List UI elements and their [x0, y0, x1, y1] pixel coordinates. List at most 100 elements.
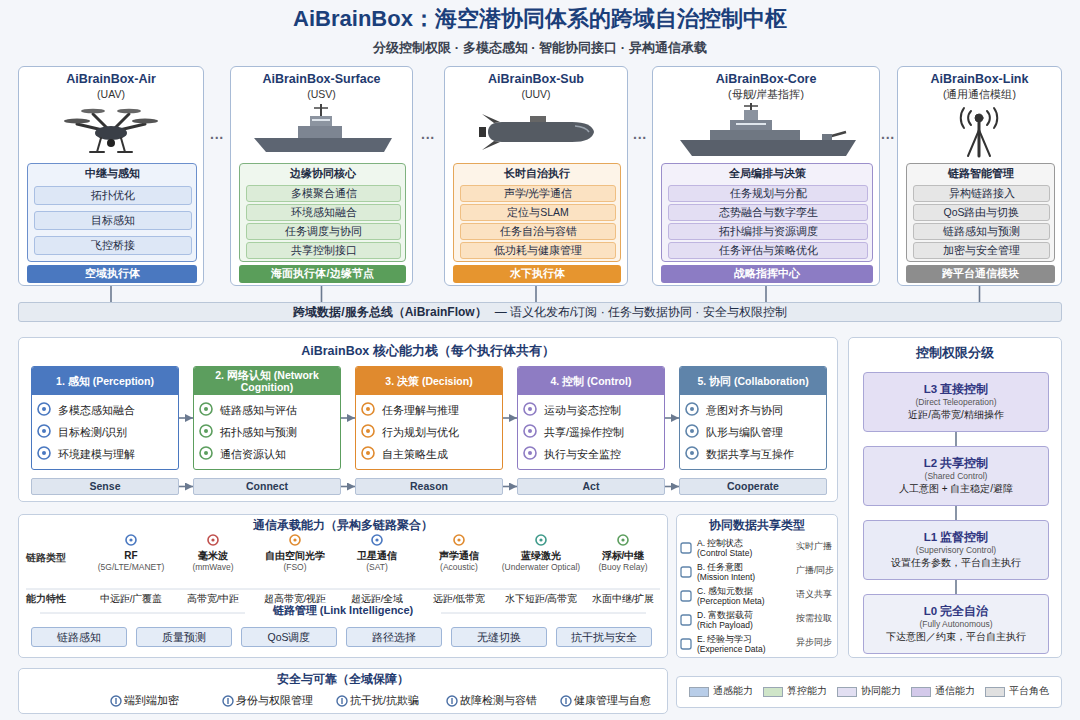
- node-title: 中继与感知: [85, 167, 140, 180]
- capability-icon: [38, 425, 50, 437]
- function-item: 拓扑编排与资源调度: [668, 223, 868, 240]
- security-icon: [227, 698, 228, 704]
- stage-bar: Sense: [31, 478, 179, 495]
- node-title: QoS路由与切换: [943, 206, 1019, 219]
- separator-dots: ···: [418, 130, 438, 147]
- node-title: L2 共享控制: [924, 457, 989, 471]
- node-text: (Direct Teleoperation): [915, 397, 996, 407]
- antenna-module: [968, 130, 979, 156]
- legend-swatch: [763, 687, 783, 697]
- link-property: 中远距/广覆盖: [90, 593, 172, 604]
- security-icon: [341, 698, 342, 704]
- node-text: 执行与安全监控: [518, 447, 664, 461]
- link-type-en-wrap: (Acoustic): [418, 562, 500, 572]
- capability-icon: [366, 451, 370, 455]
- node-title: 低功耗与健康管理: [494, 244, 582, 257]
- uav-drone: [117, 109, 141, 114]
- capability-group: 长时自治执行声学/光学通信定位与SLAM任务自治与容错低功耗与健康管理: [453, 163, 621, 262]
- platform-panel: AiBrainBox-Link(通用通信模组)链路智能管理异构链路接入QoS路由…: [897, 66, 1062, 286]
- node-title: 飞控桥接: [91, 239, 135, 252]
- node-title: AiBrainBox-Link: [931, 72, 1029, 87]
- link-type: 浮标/中继: [582, 550, 664, 562]
- legend-swatch: [911, 687, 931, 697]
- node-title: 全局编排与决策: [729, 167, 806, 180]
- connector: [503, 417, 517, 419]
- node-title: 链路感知与预测: [943, 225, 1020, 238]
- security-item: 抗干扰/抗欺骗: [350, 694, 440, 707]
- platform-panel: AiBrainBox-Surface(USV)边缘协同核心多模聚合通信环境感知融…: [230, 66, 413, 286]
- node-title: AiBrainBox-Air: [66, 72, 156, 87]
- link-type: 声学通信: [418, 550, 500, 562]
- connector: [503, 486, 517, 488]
- capability-group: 中继与感知拓扑优化目标感知飞控桥接: [27, 163, 197, 262]
- separator-dots: ···: [207, 130, 227, 147]
- capability-icon: [686, 403, 698, 415]
- usv-vessel: [298, 126, 342, 138]
- usv-vessel: [310, 116, 332, 126]
- link-type-en-wrap: (SAT): [336, 562, 418, 572]
- node-title: 跨域数据/服务总线（AiBrainFlow）: [293, 305, 486, 319]
- uav-drone: [77, 124, 111, 132]
- connector: [979, 286, 981, 302]
- node-text: (Fully Autonomous): [919, 619, 992, 629]
- capability-column: 4. 控制 (Control)运动与姿态控制共享/遥操作控制执行与安全监控: [517, 366, 665, 470]
- node-title: 任务调度与协同: [285, 225, 362, 238]
- capability-icon: [200, 425, 212, 437]
- link-type-en-wrap: (5G/LTE/MANET): [90, 562, 172, 572]
- capability-icon: [42, 407, 46, 411]
- role-band: 海面执行体/边缘节点: [239, 265, 406, 283]
- control-level-box: L2 共享控制(Shared Control)人工意图 + 自主稳定/避障: [863, 446, 1049, 506]
- node-text: (通用通信模组): [943, 88, 1016, 101]
- command-ship: [744, 110, 758, 120]
- function-item: 定位与SLAM: [460, 204, 616, 221]
- capability-column: 2. 网络认知 (Network Cognition)链路感知与评估拓扑感知与预…: [193, 366, 341, 470]
- node-title: 空域执行体: [85, 267, 140, 280]
- node-title: Cooperate: [727, 480, 779, 493]
- node-title: 海面执行体/边缘节点: [271, 267, 373, 280]
- antenna-module: [994, 108, 997, 128]
- node-title: AiBrainBox-Surface: [262, 72, 380, 87]
- stage-bar: Cooperate: [679, 478, 827, 495]
- sharing-type-wrap: A. 控制状态 (Control State): [697, 538, 773, 558]
- node-text: (UUV): [521, 88, 550, 101]
- link-icon: [293, 538, 296, 541]
- node-title: 拓扑编排与资源调度: [719, 225, 818, 238]
- sharing-mode-wrap: 语义共享: [796, 589, 836, 599]
- function-item: 低功耗与健康管理: [460, 242, 616, 259]
- node-title: 异构链路接入: [949, 187, 1015, 200]
- legend-text: 通感能力: [713, 685, 761, 697]
- subtitle-wrap: 分级控制权限 · 多模态感知 · 智能协同接口 · 异构通信承载: [0, 40, 1080, 56]
- sharing-mode: 按需拉取: [796, 613, 836, 623]
- function-item: 异构链路接入: [913, 185, 1050, 202]
- platform-panel: AiBrainBox-Air(UAV) 中继与感知拓扑优化目标感知飞控桥接空域执行…: [18, 66, 204, 286]
- table-divider: [26, 589, 660, 613]
- link-type-wrap: 声学通信: [418, 550, 500, 562]
- node-title: 任务评估与策略优化: [719, 244, 818, 257]
- security-item-wrap: 健康管理与自愈: [574, 694, 664, 707]
- legend-text: 协同能力: [861, 685, 909, 697]
- node-title: 4. 控制 (Control): [518, 367, 664, 395]
- legend-swatch: [689, 687, 709, 697]
- security-item-wrap: 端到端加密: [124, 694, 214, 707]
- node-text: (Shared Control): [925, 471, 988, 481]
- connector: [179, 417, 193, 419]
- security-item-wrap: 抗干扰/抗欺骗: [350, 694, 440, 707]
- connector: [955, 580, 957, 594]
- link-function-box: 抗干扰与安全: [556, 627, 652, 647]
- link-type-en: (Acoustic): [418, 562, 500, 572]
- legend-wrap: 通信能力: [935, 685, 983, 697]
- capability-icon: [362, 403, 374, 415]
- capability-icon: [366, 407, 370, 411]
- node-text: (UAV): [97, 88, 125, 101]
- node-title: 协同数据共享类型: [709, 519, 805, 533]
- uav-drone: [107, 139, 115, 147]
- link-function-box: 路径选择: [346, 627, 442, 647]
- node-title: 水下执行体: [510, 267, 565, 280]
- uav-drone: [132, 119, 158, 124]
- node-title: 加密与安全管理: [943, 244, 1020, 257]
- node-text: 任务理解与推理: [356, 403, 502, 417]
- table-divider: [441, 613, 646, 614]
- function-item: 链路感知与预测: [913, 223, 1050, 240]
- command-ship: [710, 130, 800, 140]
- link-property-wrap: 水面中继/扩展: [582, 593, 664, 604]
